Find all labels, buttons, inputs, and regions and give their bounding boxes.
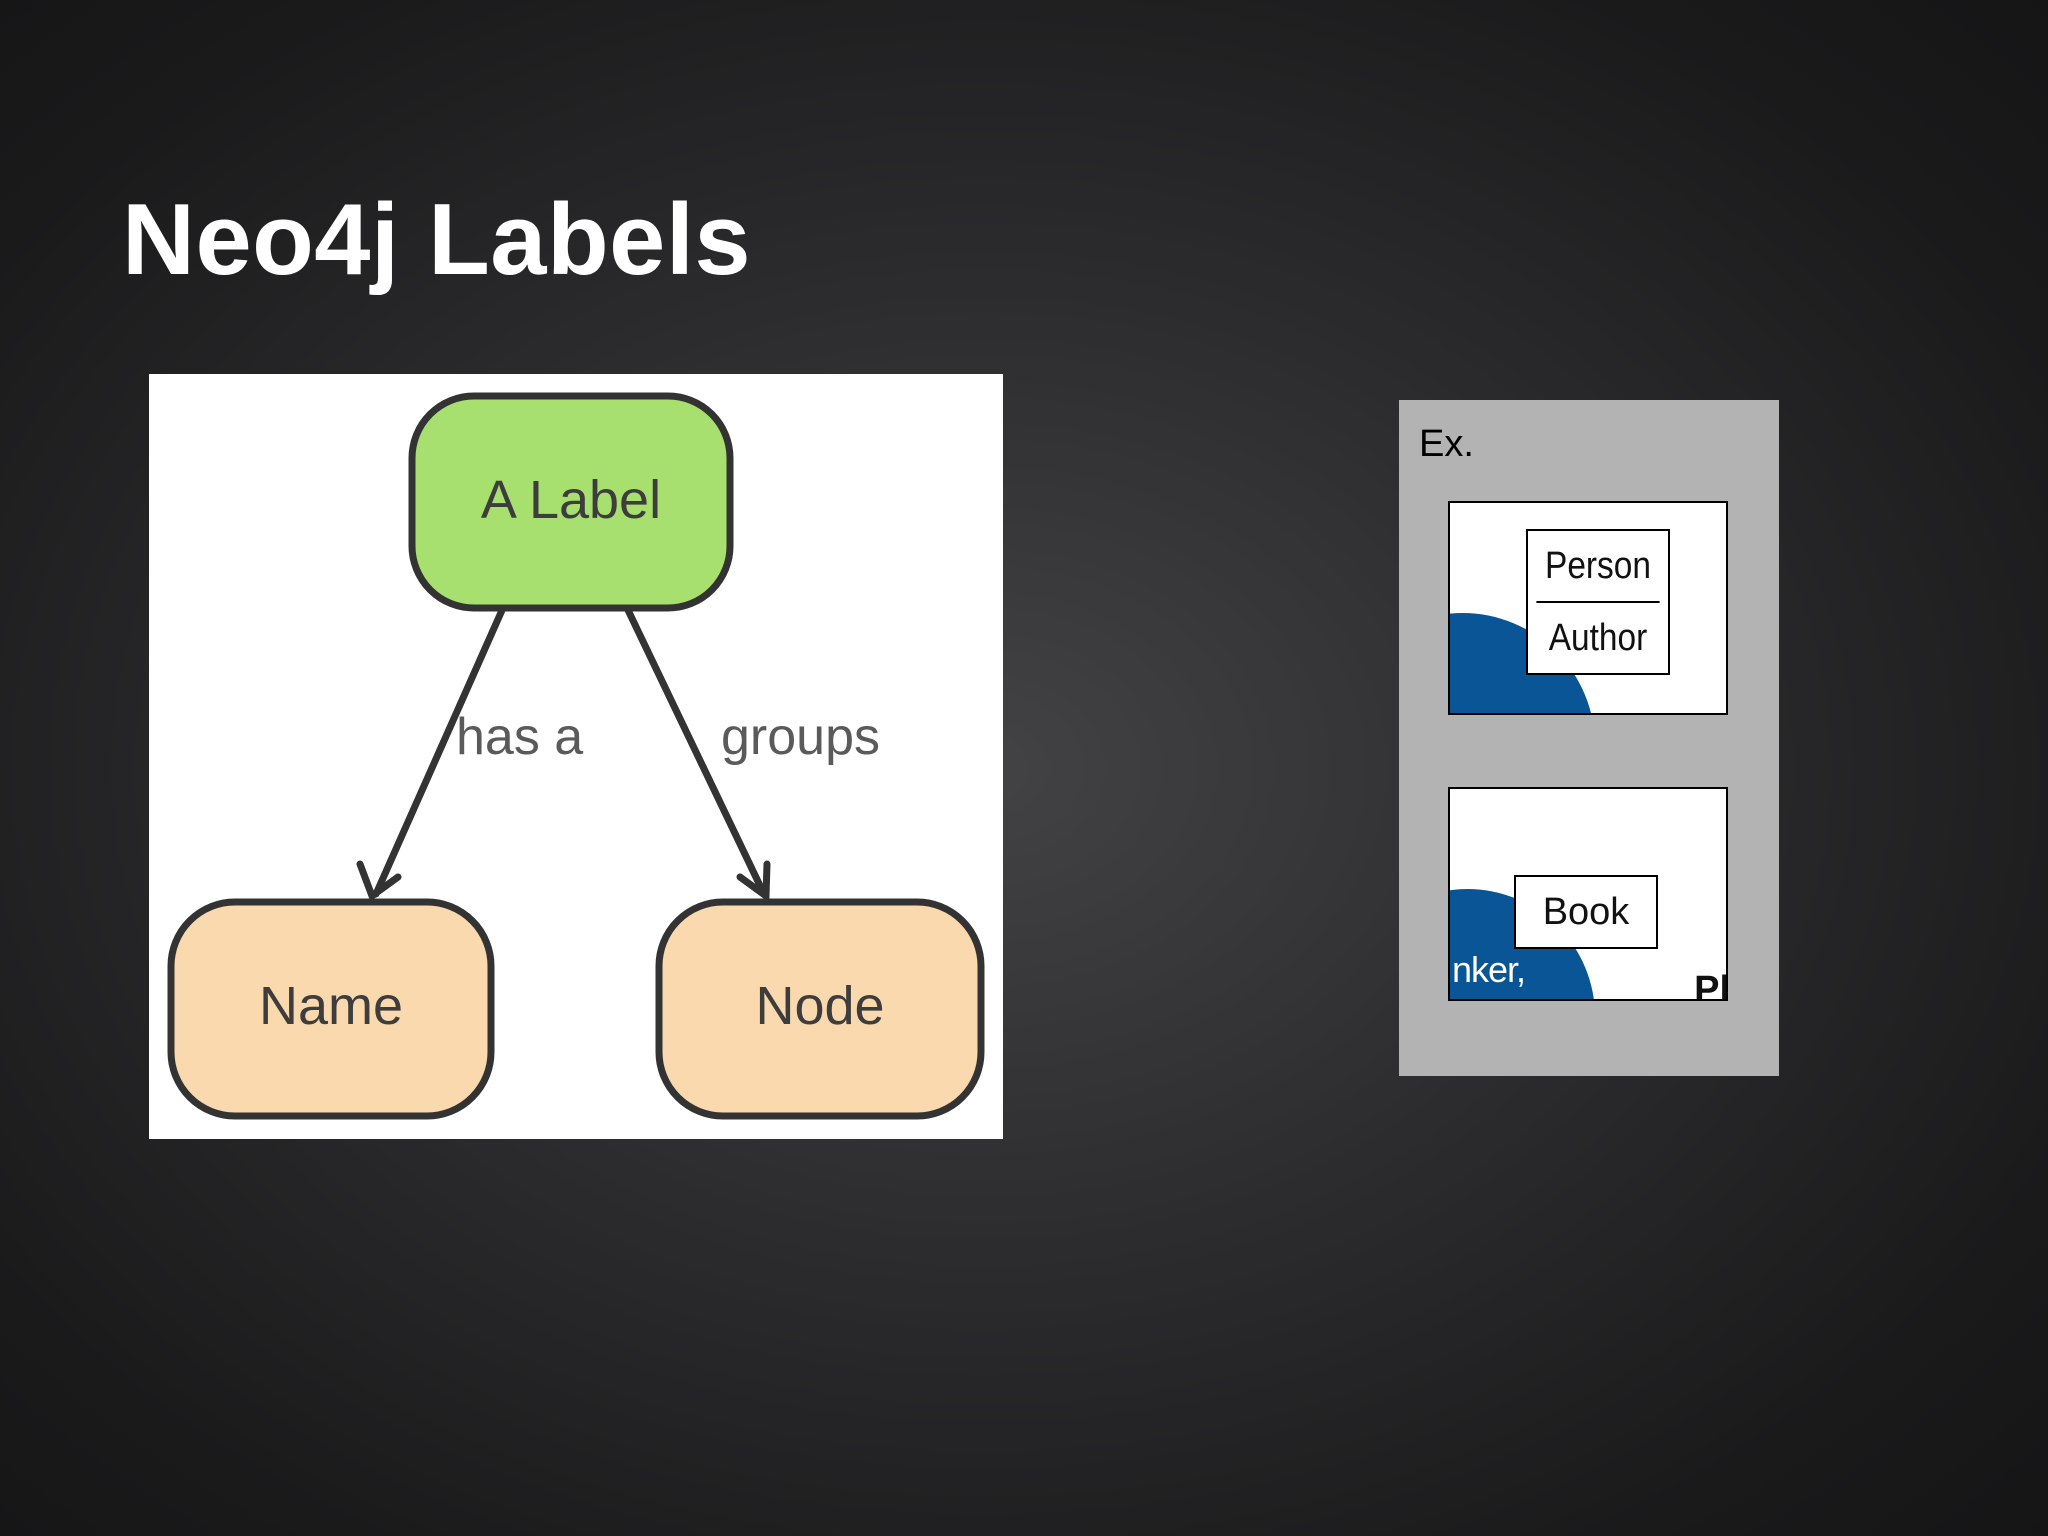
slide-title: Neo4j Labels (122, 184, 752, 296)
arrowhead-has-a (356, 860, 402, 902)
edge-groups (623, 604, 771, 903)
node-node-text: Node (755, 976, 884, 1036)
cropped-text-fragment: nker, (1452, 949, 1526, 990)
example-card-book: nker, Pl Book (1448, 787, 1728, 1001)
label-person: Person (1545, 544, 1651, 587)
edge-label-groups: groups (721, 708, 880, 766)
label-stack: Person Author (1526, 529, 1670, 675)
cropped-corner-fragment: Pl (1694, 969, 1728, 1001)
arrowhead-groups (736, 860, 771, 903)
label-author: Author (1536, 601, 1660, 673)
node-name-text: Name (259, 976, 403, 1036)
node-a-label-text: A Label (481, 470, 661, 530)
edge-label-has-a: has a (456, 708, 583, 766)
example-label: Ex. (1419, 423, 1474, 465)
node-node: Node (655, 898, 985, 1120)
node-name: Name (167, 898, 495, 1120)
label-book: Book (1514, 875, 1658, 949)
example-panel: Ex. Person Author nker, Pl Book (1399, 400, 1779, 1076)
example-card-person-author: Person Author (1448, 501, 1728, 715)
edge-has-a (356, 604, 507, 902)
node-a-label: A Label (408, 392, 734, 612)
label-diagram: has a groups A Label Name Node (149, 374, 1003, 1139)
